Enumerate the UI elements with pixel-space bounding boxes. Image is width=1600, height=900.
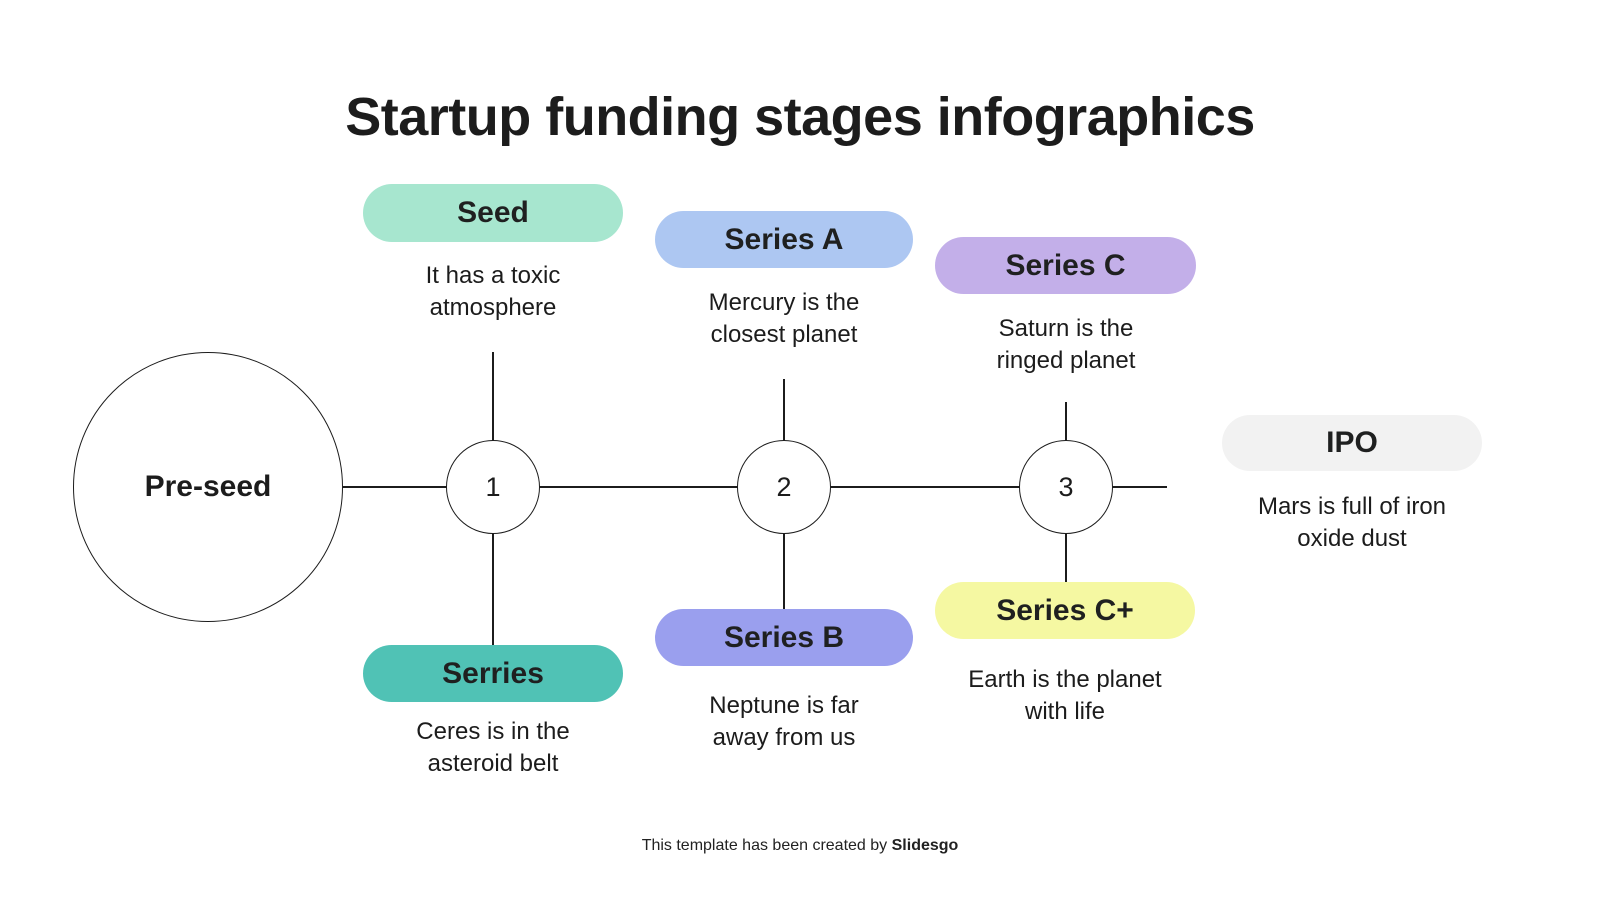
stage-pill-serries: Serries xyxy=(363,645,623,702)
stage-desc-series-a: Mercury is the closest planet xyxy=(708,289,860,348)
stage-desc-series-b: Neptune is far away from us xyxy=(709,692,859,751)
timeline-node-1: 1 xyxy=(446,440,540,534)
timeline-node-2: 2 xyxy=(737,440,831,534)
footer-brand: Slidesgo xyxy=(891,837,959,854)
stage-pill-series-a: Series A xyxy=(655,211,913,268)
stage-pill-series-c-plus: Series C+ xyxy=(935,582,1195,639)
stage-desc-series-c-plus: Earth is the planet with life xyxy=(968,666,1162,725)
pre-seed-node: Pre-seed xyxy=(73,352,343,622)
footer-credit: This template has been created by Slides… xyxy=(0,837,1600,855)
stage-pill-series-a-label: Series A xyxy=(724,222,844,256)
stage-desc-ipo: Mars is full of iron oxide dust xyxy=(1257,493,1447,552)
stage-pill-seed: Seed xyxy=(363,184,623,242)
stage-desc-series-c: Saturn is the ringed planet xyxy=(996,315,1136,374)
stage-pill-ipo: IPO xyxy=(1222,415,1482,471)
node-1-label: 1 xyxy=(485,471,501,502)
stage-pill-series-b-label: Series B xyxy=(723,620,845,654)
stage-pill-serries-label: Serries xyxy=(442,656,544,690)
page-title: Startup funding stages infographics xyxy=(345,87,1255,147)
node-3-label: 3 xyxy=(1058,471,1074,502)
stage-pill-series-b: Series B xyxy=(655,609,913,666)
stage-pill-series-c-plus-label: Series C+ xyxy=(996,593,1134,627)
stage-pill-ipo-label: IPO xyxy=(1326,426,1378,459)
node-2-label: 2 xyxy=(776,471,792,502)
pre-seed-label: Pre-seed xyxy=(144,470,272,503)
stage-desc-serries: Ceres is in the asteroid belt xyxy=(416,718,570,777)
stage-desc-seed: It has a toxic atmosphere xyxy=(425,262,561,321)
stage-pill-series-c-label: Series C xyxy=(1005,248,1126,282)
timeline-node-3: 3 xyxy=(1019,440,1113,534)
footer-text: This template has been created by xyxy=(641,837,888,854)
stage-pill-series-c: Series C xyxy=(935,237,1196,294)
stage-pill-seed-label: Seed xyxy=(457,196,529,229)
